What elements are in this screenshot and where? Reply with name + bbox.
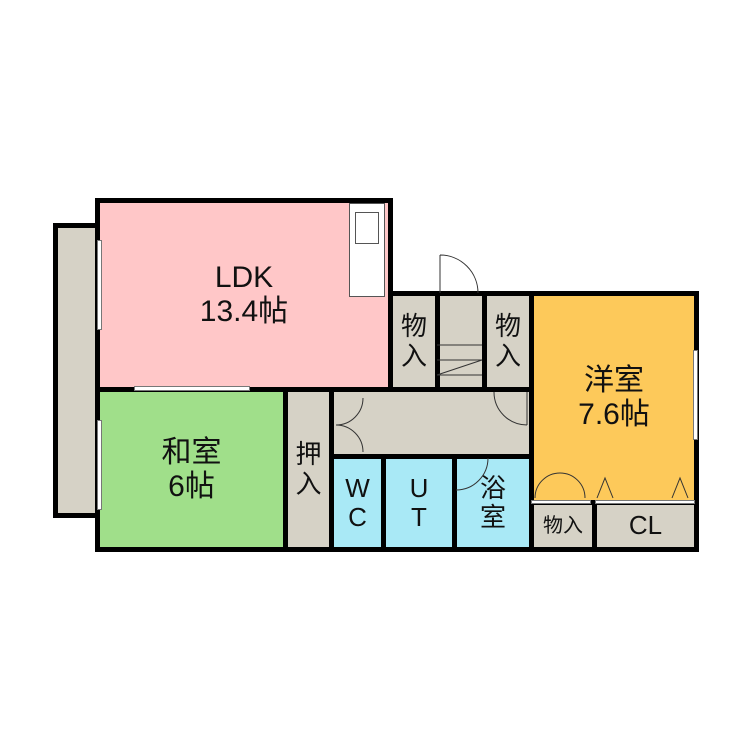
- window: [97, 240, 102, 330]
- storage-right-label-2: 入: [494, 340, 521, 371]
- ut-label-2: T: [411, 502, 427, 532]
- storage-left-label-1: 物: [400, 311, 427, 342]
- window: [693, 350, 698, 440]
- wc-label-1: W: [345, 472, 370, 503]
- window: [97, 420, 102, 510]
- closet: CL: [592, 500, 699, 552]
- oshiire-label-2: 入: [295, 468, 322, 499]
- storage-bottom-label: 物入: [543, 514, 583, 537]
- room-youshitsu: 洋室 7.6帖: [529, 291, 699, 505]
- sliding-door: [134, 386, 250, 391]
- closet-label: CL: [628, 510, 663, 541]
- bath-label-1: 浴: [479, 472, 506, 503]
- ldk-size: 13.4帖: [199, 295, 289, 328]
- door: [531, 500, 591, 504]
- washitsu-size: 6帖: [168, 469, 215, 503]
- youshitsu-name: 洋室: [584, 364, 644, 398]
- oshiire-label-1: 押: [295, 439, 322, 470]
- storage-left: 物 入: [388, 291, 440, 392]
- storage-right: 物 入: [482, 291, 534, 392]
- youshitsu-size: 7.6帖: [578, 398, 650, 431]
- door: [595, 500, 695, 504]
- ldk-name: LDK: [214, 261, 274, 295]
- storage-left-label-2: 入: [400, 340, 427, 371]
- bath-label-2: 室: [479, 502, 506, 532]
- oshiire-closet: 押 入: [283, 387, 334, 552]
- washitsu-name: 和室: [161, 435, 222, 469]
- kitchen-counter: [349, 203, 385, 297]
- wc-label-2: C: [348, 502, 367, 532]
- ut-label-1: U: [409, 472, 429, 503]
- storage-right-label-1: 物: [494, 311, 521, 342]
- room-ldk: LDK 13.4帖: [95, 198, 393, 392]
